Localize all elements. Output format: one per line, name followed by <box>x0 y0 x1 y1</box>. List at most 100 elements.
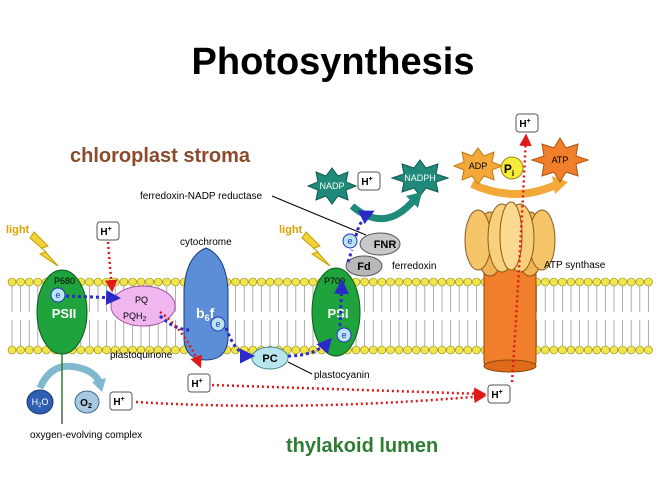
pqh2-sub: 2 <box>143 316 147 323</box>
lipid-head <box>583 345 593 355</box>
electron-ps1: e <box>336 327 352 343</box>
lipid-head <box>239 277 249 287</box>
lipid-head <box>463 345 473 355</box>
proton-stroma-atp-charge: + <box>527 118 531 125</box>
lipid-head <box>7 345 17 355</box>
lipid-head <box>308 277 318 287</box>
lipid-head <box>119 277 129 287</box>
lipid-head <box>76 345 86 355</box>
proton-lumen-b6f: H+ <box>187 373 211 393</box>
lipid-head <box>626 277 636 287</box>
lipid-head <box>300 277 309 287</box>
h2o-end: O <box>41 397 48 407</box>
b6f-sub: 6 <box>205 313 210 323</box>
proton-stroma-pq-charge: + <box>108 226 112 233</box>
lipid-head <box>16 277 25 287</box>
proton-stroma-pq: H+ <box>96 221 120 241</box>
light-bolt-1 <box>29 231 59 267</box>
lipid-head <box>549 277 559 287</box>
lipid-head <box>644 345 653 355</box>
lipid-head <box>386 345 395 355</box>
lipid-head <box>145 277 154 287</box>
lipid-head <box>351 345 361 355</box>
light-bolt-2 <box>301 231 331 267</box>
lipid-head <box>93 277 103 287</box>
lipid-head <box>85 345 94 355</box>
lipid-head <box>592 345 602 355</box>
atp-label: ATP <box>552 155 569 165</box>
svg-text:H+: H+ <box>100 226 111 238</box>
adp-label: ADP <box>469 161 488 171</box>
lipid-head <box>153 277 163 287</box>
h2o-base: H <box>32 397 39 407</box>
lipid-head <box>257 277 266 287</box>
cytochrome-label: cytochrome <box>180 237 232 248</box>
lipid-head <box>85 277 94 287</box>
lipid-head <box>566 345 576 355</box>
pi-base: P <box>504 162 512 176</box>
light-label-1: light <box>6 224 30 236</box>
proton-nadp: H+ <box>357 171 381 191</box>
lipid-head <box>291 345 301 355</box>
lipid-head <box>248 277 258 287</box>
lipid-head <box>626 345 636 355</box>
ps2-pigment: P680 <box>54 276 75 286</box>
lipid-head <box>429 277 438 287</box>
lipid-head <box>231 277 240 287</box>
lipid-head <box>33 277 43 287</box>
electron-fnr-symbol: e <box>347 236 352 246</box>
atp-synthase <box>464 201 556 373</box>
lipid-head <box>128 277 137 287</box>
proton-lumen-oec-symbol: H <box>113 397 120 408</box>
diagram-title: Photosynthesis <box>192 41 475 83</box>
nadp-reduction-arrow <box>349 197 417 223</box>
svg-text:H+: H+ <box>519 118 530 130</box>
proton-lumen-b6f-symbol: H <box>191 379 198 390</box>
proton-lumen-atp: H+ <box>487 384 511 404</box>
ps1-pigment: P700 <box>324 276 345 286</box>
pi-sub: i <box>512 169 514 178</box>
ps2-name: PSII <box>52 306 77 321</box>
o2-base: O <box>80 398 88 409</box>
electron-ps2-symbol: e <box>55 290 60 300</box>
lipid-head <box>33 345 43 355</box>
lipid-head <box>420 277 430 287</box>
lumen-label: thylakoid lumen <box>286 435 438 457</box>
electron-ps2: e <box>50 287 66 303</box>
light-label-2: light <box>279 224 303 236</box>
oxygen-molecule: O2 <box>74 390 100 414</box>
pqh2-base: PQH <box>123 311 143 321</box>
nadp-label: NADP <box>319 181 344 191</box>
electron-path <box>65 290 121 306</box>
lipid-head <box>463 277 473 287</box>
lipid-head <box>93 345 103 355</box>
electron-b6f: e <box>210 316 226 332</box>
lipid-head <box>566 277 576 287</box>
lipid-head <box>609 277 619 287</box>
lipid-head <box>403 277 412 287</box>
nadph-label: NADPH <box>404 173 436 183</box>
lipid-head <box>437 277 447 287</box>
proton-lumen-oec-charge: + <box>121 396 125 403</box>
lipid-head <box>618 277 627 287</box>
lipid-head <box>377 345 387 355</box>
lipid-head <box>386 277 395 287</box>
lipid-head <box>437 345 447 355</box>
svg-text:O2: O2 <box>80 398 92 410</box>
stroma-label: chloroplast stroma <box>70 145 251 167</box>
b6f-end: f <box>210 305 215 321</box>
fnr-label: FNR <box>374 239 397 251</box>
lipid-head <box>162 345 172 355</box>
lipid-head <box>171 345 180 355</box>
lipid-head <box>16 345 25 355</box>
fnr-description: ferredoxin-NADP reductase <box>140 191 263 202</box>
electron-fnr: e <box>342 233 358 249</box>
lipid-head <box>472 345 481 355</box>
fnr-enzyme <box>359 232 401 256</box>
oec-label: oxygen-evolving complex <box>30 430 142 441</box>
plastoquinone-pool <box>110 285 176 327</box>
lipid-head <box>601 277 610 287</box>
svg-text:H+: H+ <box>113 396 124 408</box>
lipid-head <box>102 345 111 355</box>
lipid-head <box>558 345 567 355</box>
